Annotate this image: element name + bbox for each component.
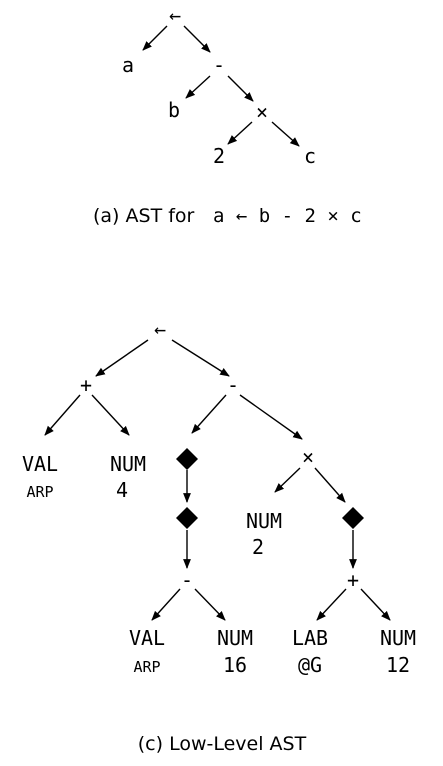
leaf-num-value-4: 4 <box>116 478 128 502</box>
leaf-val-kind-2: VAL <box>129 626 165 650</box>
node-a-b: b <box>168 98 180 122</box>
edge-c-root-plus <box>95 339 149 377</box>
node-a-minus: - <box>213 53 225 77</box>
edge-c-plus-num <box>360 588 391 621</box>
edge-a-root-a <box>142 25 168 51</box>
figure-a: ← a - b × 2 c (a) AST for a ← b - 2 × c <box>93 3 362 227</box>
edge-c-minus-val <box>151 588 181 621</box>
diamond-deref-1 <box>176 448 198 470</box>
edge-c-plus-num <box>91 394 130 436</box>
caption-a-prefix: (a) AST for <box>93 205 195 227</box>
node-c-plus-2: + <box>347 568 359 592</box>
edge-a-minus-times <box>227 75 254 102</box>
node-a-a: a <box>122 53 134 77</box>
edge-c-minus-diamond <box>191 394 227 434</box>
leaf-num-kind-2: NUM <box>246 509 282 533</box>
node-c-minus-2: - <box>181 568 193 592</box>
leaf-num-value-16: 16 <box>223 653 247 677</box>
edge-c-times-num <box>274 467 301 493</box>
leaf-lab-kind: LAB <box>292 626 328 650</box>
leaf-num-value-2: 2 <box>252 535 264 559</box>
leaf-num-kind-16: NUM <box>217 626 253 650</box>
caption-c: (c) Low-Level AST <box>138 733 307 755</box>
node-a-c: c <box>304 144 316 168</box>
leaf-num-kind-12: NUM <box>380 626 416 650</box>
node-c-root-arrow: ← <box>154 317 166 341</box>
edge-a-times-two <box>227 121 253 145</box>
leaf-val-value-2: ARP <box>133 658 160 676</box>
node-a-root-arrow: ← <box>169 3 181 27</box>
edge-a-minus-b <box>185 75 211 99</box>
leaf-lab-value: @G <box>298 653 322 677</box>
edge-c-plus-val <box>44 394 81 436</box>
edge-c-root-minus <box>171 339 230 377</box>
edge-a-times-c <box>271 121 300 147</box>
diamond-deref-2 <box>176 507 198 529</box>
node-a-two: 2 <box>213 144 225 168</box>
diamond-deref-3 <box>342 507 364 529</box>
figure-c: ← + - × - + VAL ARP NUM 4 NUM 2 VAL ARP … <box>22 317 416 755</box>
edge-c-minus-times <box>239 394 303 440</box>
edge-c-minus-num <box>194 588 226 621</box>
leaf-val-value-1: ARP <box>26 483 53 501</box>
leaf-val-kind-1: VAL <box>22 452 58 476</box>
edge-c-plus-lab <box>316 588 347 621</box>
edge-a-root-minus <box>183 25 211 53</box>
node-c-times: × <box>302 445 314 469</box>
node-a-times: × <box>256 100 268 124</box>
node-c-minus: - <box>227 373 239 397</box>
node-c-plus: + <box>80 373 92 397</box>
caption-a-expression: a ← b - 2 × c <box>213 205 362 227</box>
leaf-num-value-12: 12 <box>386 653 410 677</box>
edge-c-times-diamond <box>314 467 346 503</box>
leaf-num-kind-4: NUM <box>110 452 146 476</box>
